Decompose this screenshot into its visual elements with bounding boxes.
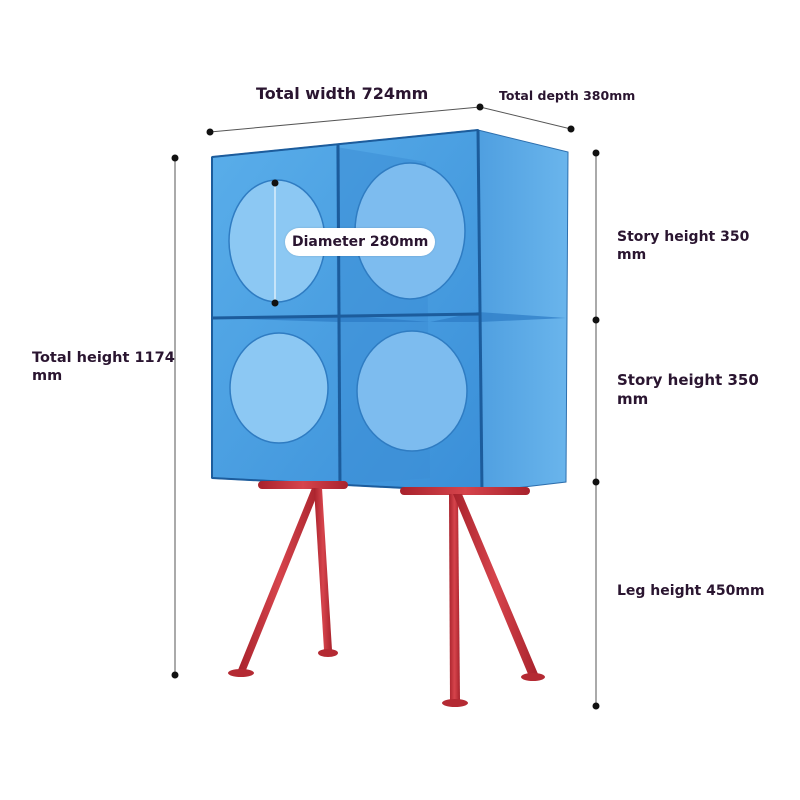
dot-icon (476, 103, 484, 111)
diameter-label: Diameter 280mm (285, 228, 436, 256)
dimension-lines (174, 106, 597, 706)
dot-icon (592, 702, 600, 710)
total-height-label: Total height 1174 mm (32, 350, 175, 385)
right-back-foot (521, 673, 545, 681)
circle-window-bottom-right (356, 330, 468, 452)
frame-horizontal-middle (211, 312, 481, 320)
depth-dimension-line (479, 106, 572, 130)
width-dimension-line (209, 106, 481, 133)
circle-window-bottom-left (229, 332, 329, 444)
left-front-leg (238, 488, 320, 670)
acrylic-cabinet (211, 129, 569, 493)
right-back-leg (453, 494, 538, 674)
frame-top-edge (211, 129, 479, 158)
dot-icon (592, 149, 600, 157)
frame-right-edge (476, 129, 484, 493)
lower-story-height-label: Story height 350 mm (617, 371, 759, 408)
dot-icon (592, 478, 600, 486)
left-support-bar (258, 481, 348, 489)
dot-icon (271, 299, 279, 307)
dot-icon (567, 125, 575, 133)
dot-icon (206, 128, 214, 136)
left-front-foot (228, 669, 254, 677)
right-front-foot (442, 699, 468, 707)
red-stand (228, 481, 545, 707)
right-front-leg (449, 494, 460, 700)
upper-story-height-label: Story height 350 mm (617, 229, 750, 263)
left-back-foot (318, 649, 338, 657)
dot-icon (171, 154, 179, 162)
right-support-bar (400, 487, 530, 495)
dot-icon (171, 671, 179, 679)
total-width-label: Total width 724mm (256, 84, 429, 103)
cabinet-side-face (477, 129, 569, 493)
leg-height-label: Leg height 450mm (617, 583, 765, 599)
dimension-markers (171, 103, 600, 710)
dot-icon (271, 179, 279, 187)
dot-icon (592, 316, 600, 324)
left-back-leg (314, 488, 332, 650)
total-depth-label: Total depth 380mm (499, 88, 636, 103)
